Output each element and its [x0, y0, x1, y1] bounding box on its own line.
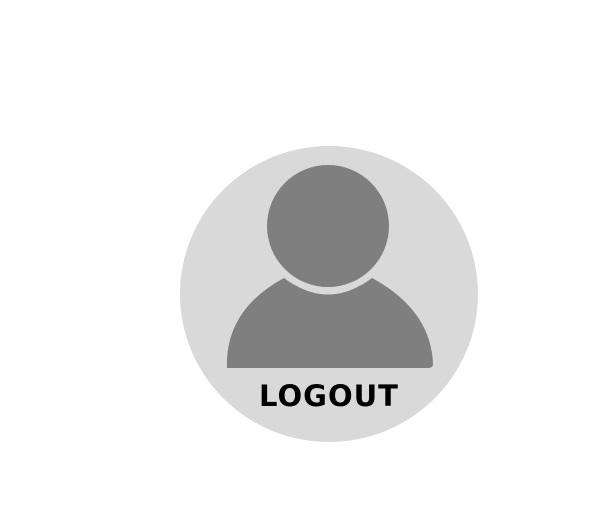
- logout-button[interactable]: LOGOUT: [180, 146, 478, 442]
- avatar-body-shape: [226, 278, 433, 368]
- avatar-head-shape: [267, 165, 389, 287]
- logout-label: LOGOUT: [259, 379, 399, 413]
- user-avatar-icon: [226, 165, 433, 368]
